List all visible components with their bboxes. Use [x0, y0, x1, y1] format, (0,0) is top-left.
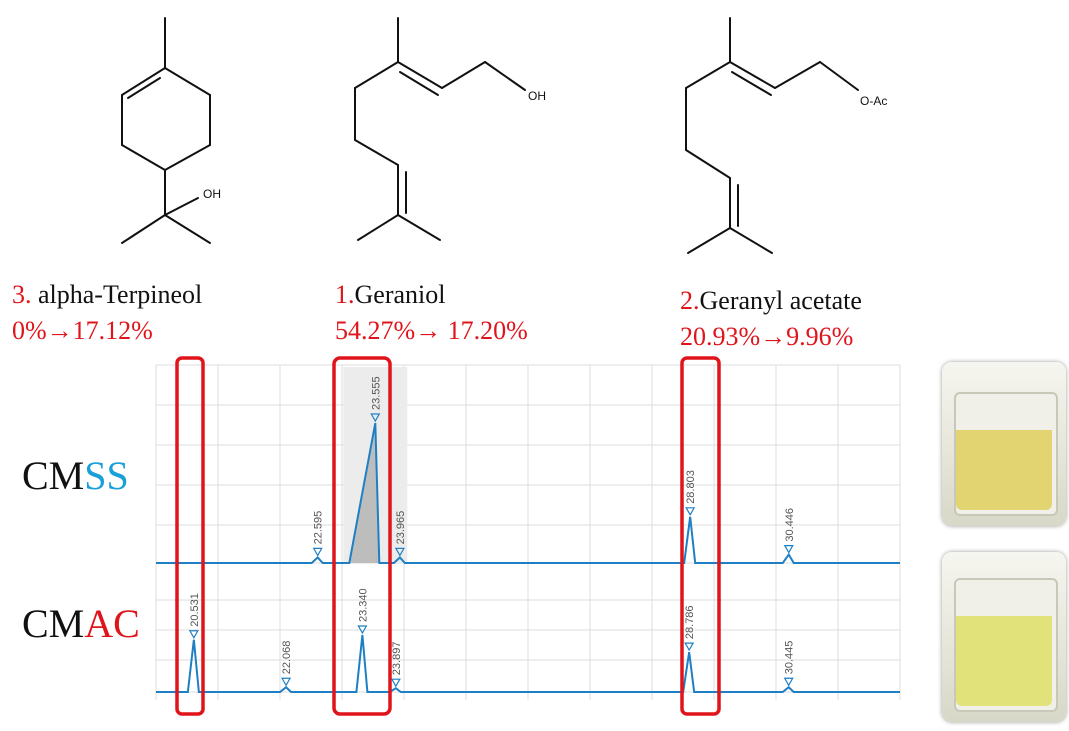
peak-rt-label: 30.446 [784, 508, 796, 542]
compound-number: 1. [335, 280, 355, 309]
beaker-liquid [956, 430, 1052, 510]
beaker-liquid [956, 616, 1052, 706]
peak-marker [685, 507, 696, 517]
peak-marker [357, 625, 368, 635]
compound-number: 3. [12, 280, 32, 309]
peak-marker [370, 413, 381, 423]
peak-marker [394, 547, 405, 557]
peak-rt-label: 28.803 [685, 470, 697, 504]
row-label-suffix: AC [84, 601, 140, 646]
geranyl-acetate-structure: O-Ac [685, 17, 887, 254]
cmss-beaker-photo [942, 362, 1066, 526]
peak-marker [281, 677, 292, 687]
compound-name-text: Geranyl acetate [699, 286, 862, 315]
peak-rt-label: 20.531 [189, 593, 201, 627]
chromatogram-grid [155, 364, 901, 700]
row-label-main: CM [22, 453, 85, 498]
compound-change-geraniol: 54.27%→ 17.20% [335, 316, 528, 345]
peak-marker [390, 678, 401, 688]
highlight-box-terpineol [175, 356, 205, 716]
peak-rt-label: 22.595 [313, 511, 325, 545]
compound-name-geraniol: 1.Geraniol [335, 280, 445, 310]
compound-name-geranyl-acetate: 2.Geranyl acetate [680, 286, 862, 316]
compound-name-text: alpha-Terpineol [38, 280, 203, 309]
terpineol-oh-label: OH [203, 187, 221, 201]
peak-rt-label: 23.897 [391, 642, 403, 676]
geraniol-oh-label: OH [528, 89, 546, 103]
chromatogram: 22.595 23.555 23.965 28.803 30.446 20.531 22.0… [155, 356, 901, 716]
peak-rt-label: 23.340 [357, 588, 369, 622]
compound-number: 2. [680, 286, 700, 315]
cmac-beaker-photo [942, 552, 1066, 722]
compound-name-text: Geraniol [354, 280, 446, 309]
row-label-cmss: CMSS [22, 452, 129, 499]
peak-marker [188, 630, 199, 639]
chromatogram-trace-cmss [156, 422, 900, 564]
highlight-box-geraniol [332, 356, 392, 716]
row-label-main: CM [22, 601, 85, 646]
peak-marker [783, 677, 794, 687]
geranyl-acetate-oac-label: O-Ac [860, 94, 887, 108]
compound-change-geranyl-acetate: 20.93%→9.96% [680, 322, 854, 351]
compound-name-terpineol: 3. alpha-Terpineol [12, 280, 202, 310]
row-label-suffix: SS [84, 453, 129, 498]
highlight-box-geranyl-acetate [680, 356, 721, 716]
chromatogram-trace-cmac [156, 634, 900, 693]
peak-rt-label: 23.965 [395, 511, 407, 545]
peak-rt-label: 28.786 [684, 605, 696, 639]
alpha-terpineol-structure: OH [121, 17, 221, 244]
geraniol-structure: OH [354, 17, 546, 241]
peak-marker [783, 545, 794, 554]
peak-marker [312, 547, 323, 557]
peak-rt-label: 30.445 [784, 641, 796, 675]
peak-rt-label: 22.068 [281, 641, 293, 675]
peak-marker [684, 642, 695, 652]
compound-change-terpineol: 0%→17.12% [12, 316, 153, 345]
peak-rt-label: 23.555 [370, 376, 382, 410]
row-label-cmac: CMAC [22, 600, 140, 647]
